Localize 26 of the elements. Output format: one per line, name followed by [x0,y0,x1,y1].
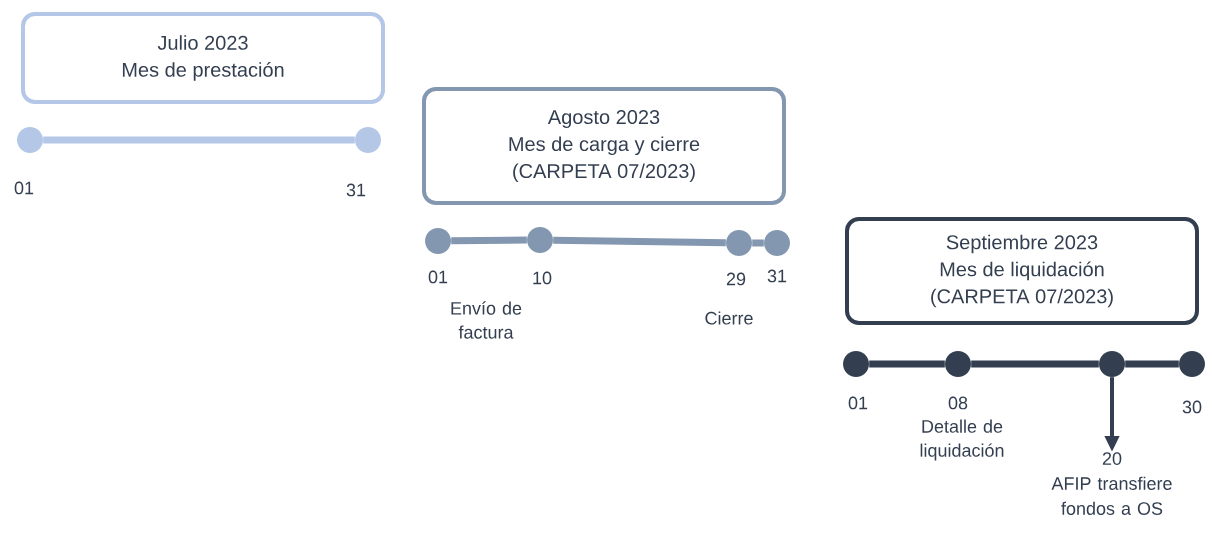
date-label: 29 [726,272,746,286]
month-box: Agosto 2023 Mes de carga y cierre (CARPETA 07/2023) [422,87,786,205]
timeline-dot [764,230,790,256]
timeline-dot [945,351,971,377]
timeline-dot [425,228,451,254]
date-label: 08 [948,396,968,410]
timeline-dot [1099,351,1125,377]
event-label: Envío de factura [451,301,522,339]
date-label: 31 [346,183,366,197]
timeline-dot [1179,351,1205,377]
timeline-dot [527,227,553,253]
timeline-dot [355,127,381,153]
date-label: 01 [14,181,34,195]
date-label: 10 [533,271,552,285]
event-label: Cierre [705,311,753,325]
event-label: 20 AFIP transfiere fondos a OS [1051,452,1172,515]
date-label: 30 [1182,400,1202,414]
date-label: 01 [848,396,868,410]
month-box: Julio 2023 Mes de prestación [21,12,385,104]
month-box: Septiembre 2023 Mes de liquidación (CARPETA 07/2023) [845,217,1199,325]
timeline-dot [843,351,869,377]
date-label: 31 [767,269,787,283]
date-label: 01 [428,270,448,284]
timeline-dot [726,230,752,256]
timeline-dot [17,127,43,153]
event-label: Detalle de liquidación [920,419,1004,461]
